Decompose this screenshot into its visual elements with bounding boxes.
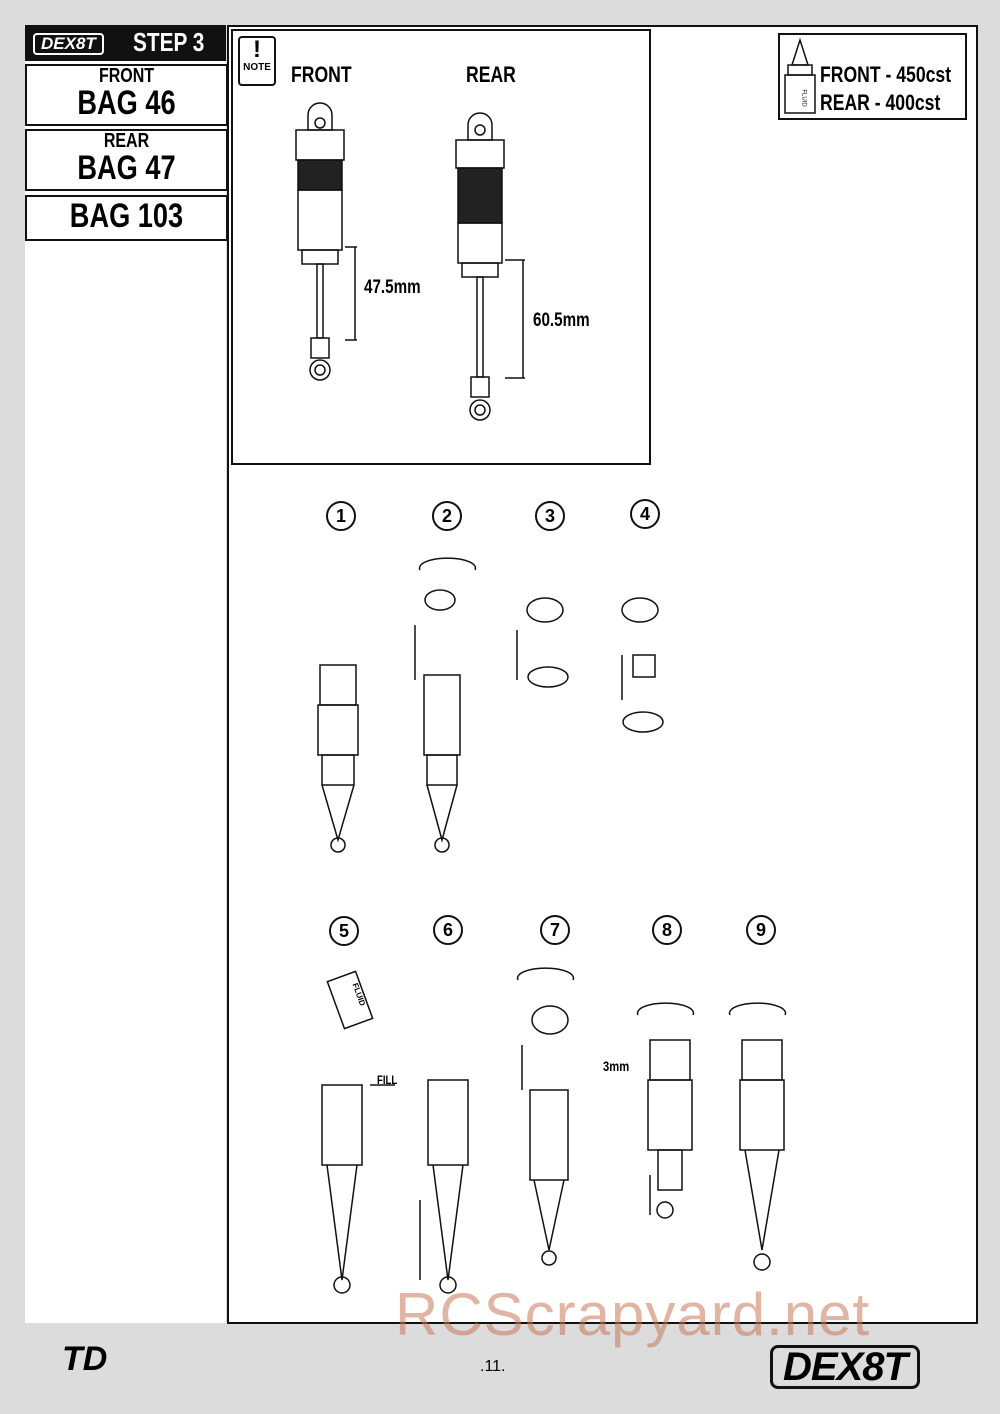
- brand-logo: DEX8T: [33, 33, 104, 55]
- rear-length: 60.5mm: [533, 310, 590, 331]
- step-2-shock-icon: [414, 557, 477, 853]
- watermark: RCScrapyard.net: [395, 1281, 871, 1348]
- exclamation-icon: !: [253, 36, 261, 63]
- step-4-parts-icon: [621, 597, 664, 733]
- bag-label: FRONT: [98, 65, 155, 87]
- step-title: STEP 3: [133, 27, 205, 57]
- step-8-number: 8: [652, 915, 682, 945]
- page-number: .11.: [480, 1358, 506, 1375]
- fluid-box: FRONT - 450cst REAR - 400cst FLUID: [778, 33, 967, 120]
- dex8t-logo: DEX8T: [770, 1345, 920, 1389]
- step-6-number: 6: [433, 915, 463, 945]
- gap-label: 3mm: [603, 1058, 630, 1074]
- bag-103: BAG 103: [25, 195, 228, 241]
- step-5-fill-icon: [321, 970, 395, 1294]
- step-6-bleed-icon: [419, 1079, 469, 1294]
- step-9-number: 9: [746, 915, 776, 945]
- bag-number: BAG 47: [77, 149, 176, 187]
- step-header: DEX8T STEP 3: [25, 25, 226, 61]
- step-2-number: 2: [432, 501, 462, 531]
- fill-label: FILL: [377, 1073, 398, 1087]
- bag-label: REAR: [103, 130, 150, 152]
- step-7-shock-icon: [516, 967, 575, 1266]
- bag-number: BAG 46: [77, 84, 176, 122]
- left-column: DEX8T STEP 3 FRONT BAG 46 REAR BAG 47 BA…: [25, 25, 228, 1323]
- bag-number: BAG 103: [69, 197, 184, 235]
- step-3-parts-icon: [516, 597, 569, 688]
- step-9-shock-icon: [728, 1002, 787, 1271]
- step-5-number: 5: [329, 916, 359, 946]
- note-icon: ! NOTE: [238, 36, 276, 86]
- front-label: FRONT: [291, 62, 352, 87]
- front-length: 47.5mm: [364, 277, 421, 298]
- fluid-front: FRONT - 450cst: [820, 62, 952, 87]
- note-box: [231, 29, 651, 465]
- fluid-rear: REAR - 400cst: [820, 90, 941, 115]
- rear-label: REAR: [466, 62, 516, 87]
- front-shock-icon: [295, 102, 357, 381]
- step-1-shock-icon: [317, 664, 359, 853]
- step-3-number: 3: [535, 501, 565, 531]
- step-7-number: 7: [540, 915, 570, 945]
- step-1-number: 1: [326, 501, 356, 531]
- fluid-bottle-icon: [784, 37, 816, 114]
- td-logo: TD: [62, 1340, 108, 1378]
- step-8-shock-icon: [636, 1002, 695, 1219]
- step-4-number: 4: [630, 499, 660, 529]
- note-label: NOTE: [243, 62, 271, 73]
- rear-shock-icon: [455, 112, 525, 421]
- bag-front: FRONT BAG 46: [25, 64, 228, 126]
